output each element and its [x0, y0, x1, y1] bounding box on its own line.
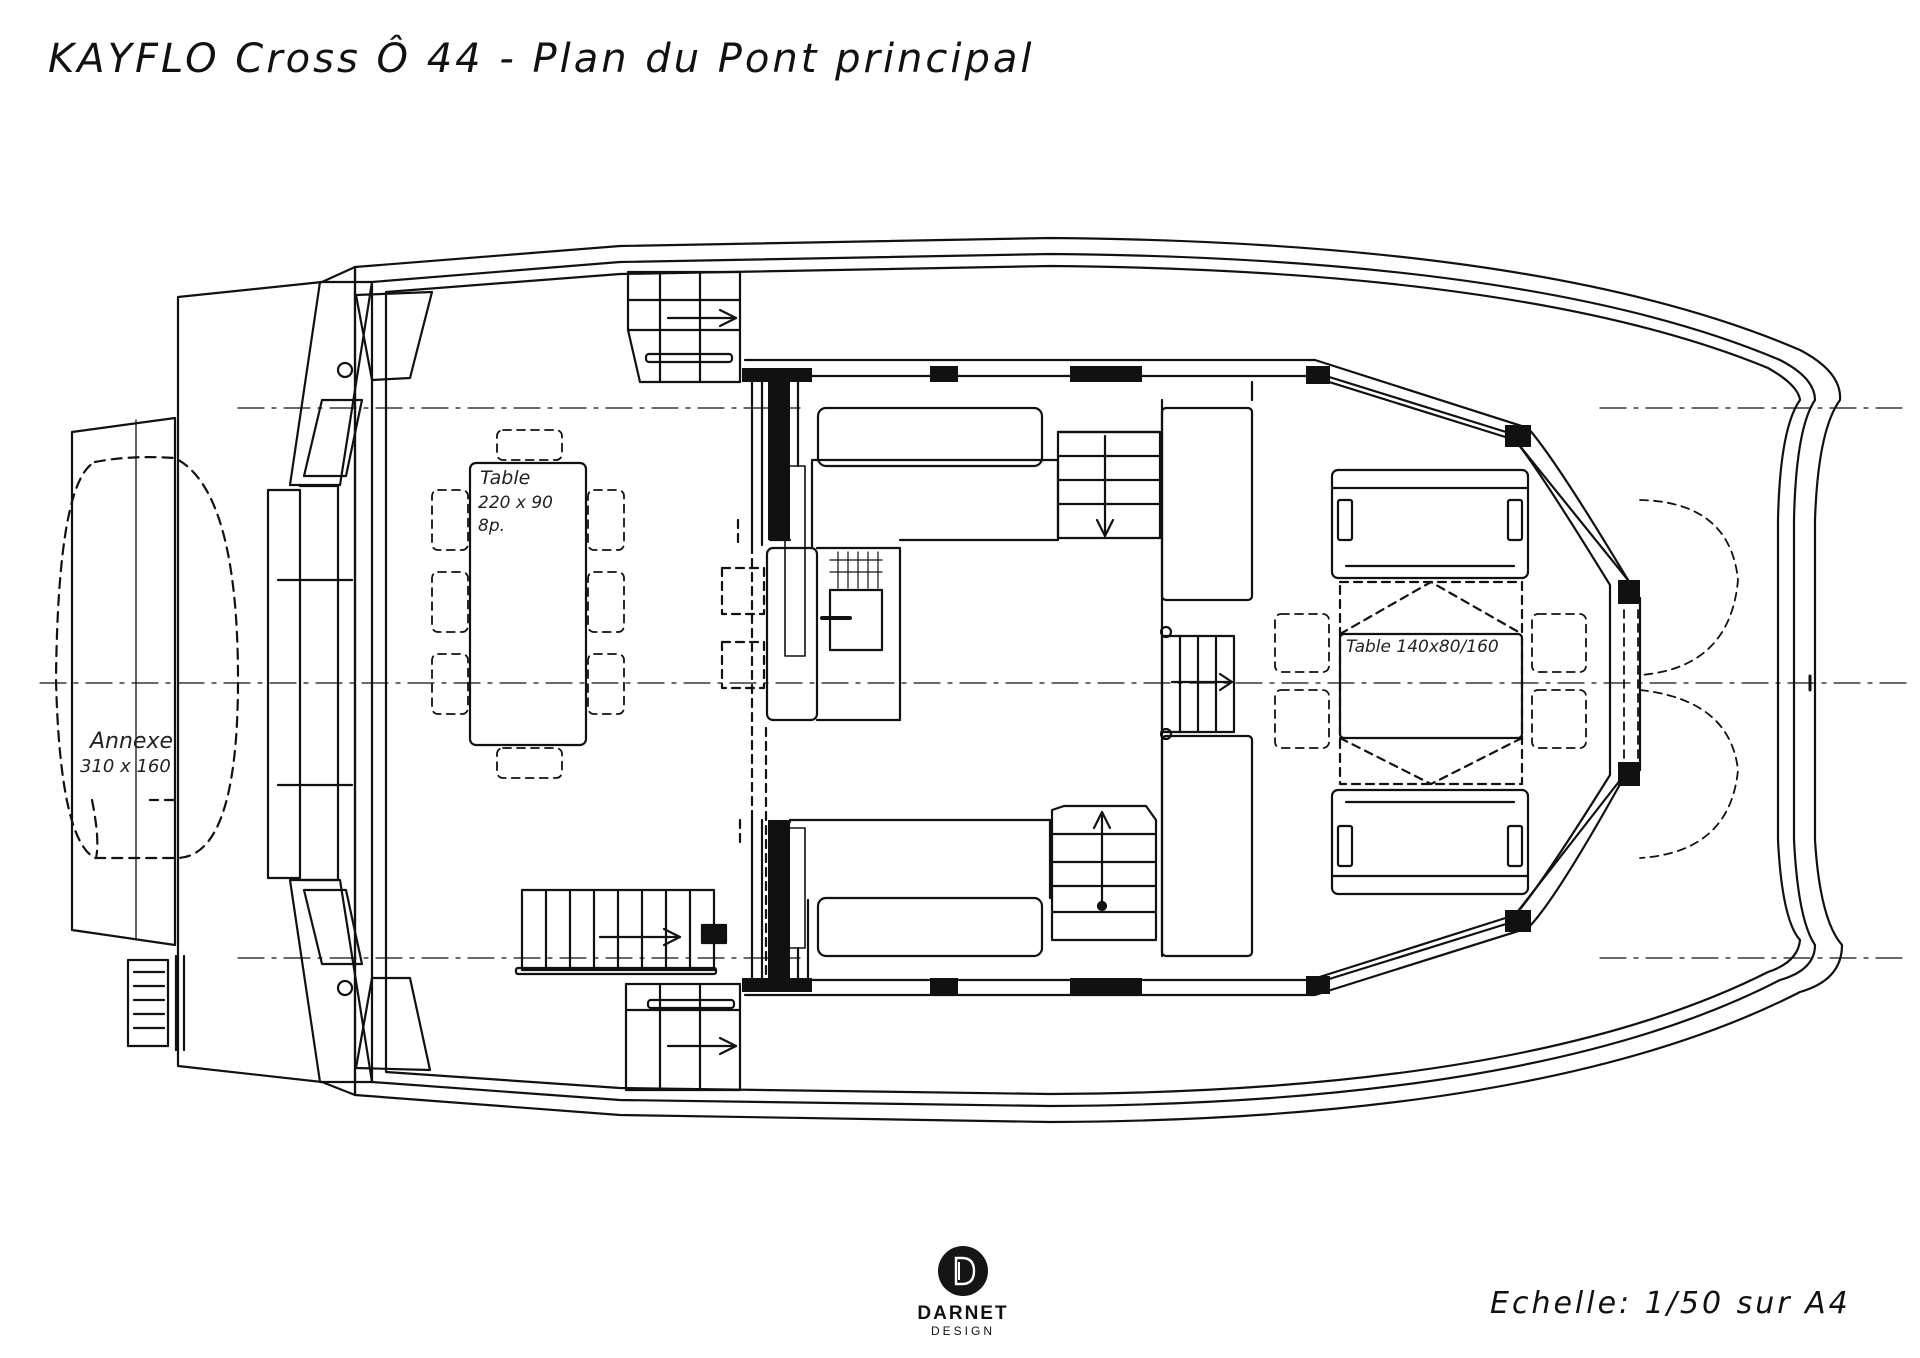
stairs-aft-starboard	[624, 982, 742, 1092]
hull-outline	[353, 236, 1844, 1124]
drawing-title: KAYFLO Cross Ô 44 - Plan du Pont princip…	[48, 36, 1035, 82]
darnet-design-logo: DARNET DESIGN	[903, 1246, 1023, 1350]
stairs-internal-starboard	[1050, 804, 1158, 942]
forward-doors	[1623, 499, 1739, 859]
hull-inner-line	[370, 252, 1817, 1108]
aft-step	[266, 488, 302, 880]
aft-table-seats: 8p.	[478, 516, 505, 536]
galley-counter	[765, 546, 819, 722]
stairs-internal-port	[1056, 430, 1162, 540]
stairs-cockpit	[514, 888, 728, 976]
aft-platform	[176, 265, 357, 1097]
stairs-aft-port	[626, 270, 742, 384]
tender-platform	[70, 416, 177, 947]
aft-table	[468, 461, 588, 747]
logo-name: DARNET	[917, 1303, 1009, 1324]
forward-table	[1274, 580, 1587, 786]
tender-outline	[54, 456, 240, 860]
stern-ladder-icon	[126, 954, 186, 1052]
saloon-wall	[743, 358, 1642, 997]
sofa-port	[1330, 468, 1530, 580]
hull-inner-line-2	[384, 264, 1802, 1096]
stairs-centre	[1160, 634, 1236, 734]
forward-table-label: Table 140x80/160	[1346, 637, 1499, 657]
logo-subtitle: DESIGN	[930, 1324, 995, 1338]
annexe-title: Annexe	[88, 729, 173, 754]
aft-table-dims: 220 x 90	[478, 493, 553, 513]
annexe-dims: 310 x 160	[80, 756, 171, 777]
logo-mark-icon	[938, 1246, 988, 1296]
sofa-starboard	[1330, 788, 1530, 896]
aft-table-title: Table	[480, 467, 530, 489]
scale-note: Echelle: 1/50 sur A4	[1490, 1286, 1851, 1321]
